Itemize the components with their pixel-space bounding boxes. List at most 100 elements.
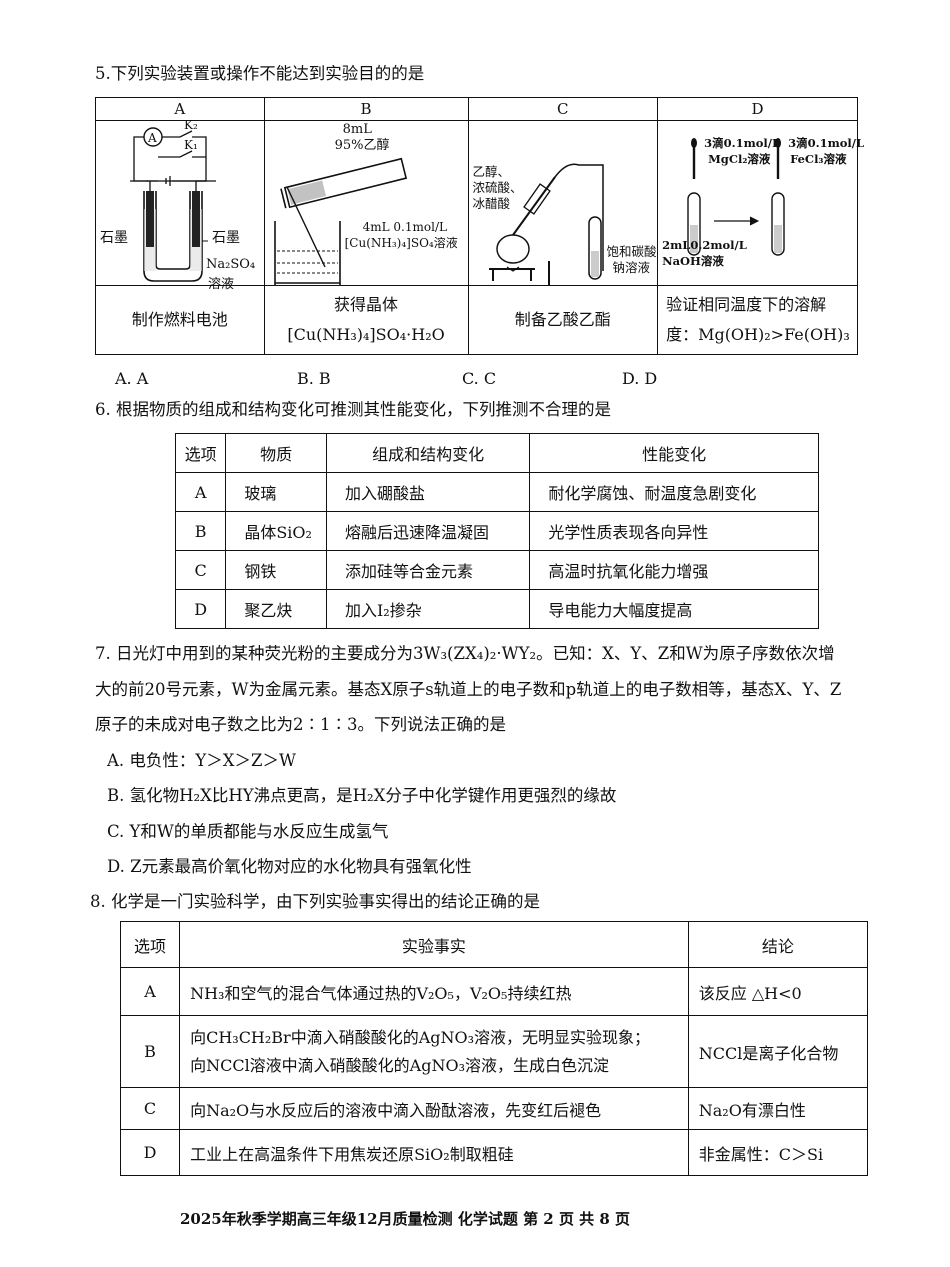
solubility-experiment-diagram bbox=[687, 138, 785, 256]
q6-cell: 高温时抗氧化能力增强 bbox=[529, 550, 819, 590]
receiver-label-2: 钠溶液 bbox=[612, 260, 651, 275]
q6-cell: 添加硅等合金元素 bbox=[325, 550, 531, 590]
q6-header-change: 组成和结构变化 bbox=[325, 433, 531, 473]
q6-cell: C bbox=[174, 550, 227, 590]
q5-caption-b-line2: [Cu(NH₃)₄]SO₄·H₂O bbox=[287, 325, 445, 344]
q6-cell: 聚乙炔 bbox=[225, 589, 327, 629]
q5-col-a: A bbox=[95, 97, 265, 121]
fuel-cell-diagram bbox=[130, 127, 216, 282]
q6-header-substance: 物质 bbox=[225, 433, 327, 473]
fecl3-dose-label: 3滴0.1mol/L bbox=[788, 136, 865, 150]
ethanol-label: 95%乙醇 bbox=[334, 138, 390, 153]
left-electrode-label: 石墨 bbox=[100, 230, 128, 246]
q6-cell: 加入硼酸盐 bbox=[325, 472, 531, 512]
q8-option-cell: D bbox=[119, 1129, 181, 1176]
q5-stem: 5.下列实验装置或操作不能达到实验目的的是 bbox=[95, 64, 425, 83]
q5-option-a[interactable]: A. A bbox=[115, 369, 149, 388]
q6-table: 选项 物质 组成和结构变化 性能变化 A 玻璃 加入硼酸盐 耐化学腐蚀、耐温度急… bbox=[174, 433, 819, 629]
q5-option-b[interactable]: B. B bbox=[297, 369, 331, 388]
q7-option-a[interactable]: A. 电负性：Y＞X＞Z＞W bbox=[107, 751, 296, 770]
q8-conclusion-cell: NCCl是离子化合物 bbox=[687, 1015, 869, 1088]
q8-conclusion-cell: 该反应 △H<0 bbox=[687, 967, 869, 1016]
q8-option-cell: B bbox=[119, 1015, 181, 1088]
table-row: D 聚乙炔 加入I₂掺杂 导电能力大幅度提高 bbox=[174, 589, 819, 629]
naoh-label: NaOH溶液 bbox=[662, 254, 724, 268]
right-electrode-label: 石墨 bbox=[212, 230, 240, 246]
mgcl2-label: MgCl₂溶液 bbox=[708, 152, 771, 166]
table-row: C 钢铁 添加硅等合金元素 高温时抗氧化能力增强 bbox=[174, 550, 819, 590]
q5-caption-c: 制备乙酸乙酯 bbox=[467, 285, 659, 355]
q5-figure-b: 8mL 95%乙醇 4mL 0.1mol/L [Cu(NH₃)₄]SO₄溶液 bbox=[263, 120, 469, 286]
q6-cell: 钢铁 bbox=[225, 550, 327, 590]
q5-col-b: B bbox=[263, 97, 469, 121]
q5-figure-a: A K₂ K₁ 石墨 石墨 Na₂SO₄ 溶液 bbox=[95, 119, 265, 292]
q5-caption-d-line2: 度：Mg(OH)₂>Fe(OH)₃ bbox=[666, 325, 850, 344]
receiver-label-1: 饱和碳酸 bbox=[606, 244, 657, 259]
reagent-label-2: 浓硫酸、 bbox=[472, 180, 523, 195]
q8-option-cell: A bbox=[119, 967, 181, 1016]
q8-stem: 8. 化学是一门实验科学，由下列实验事实得出的结论正确的是 bbox=[90, 892, 540, 911]
q7-stem-line2: 大的前20号元素，W为金属元素。基态X原子s轨道上的电子数和p轨道上的电子数相等… bbox=[95, 680, 842, 699]
switch-k1-label: K₁ bbox=[184, 138, 198, 152]
q8-fact-line: 向CH₃CH₂Br中滴入硝酸酸化的AgNO₃溶液，无明显实验现象； bbox=[190, 1027, 651, 1047]
table-row: B 向CH₃CH₂Br中滴入硝酸酸化的AgNO₃溶液，无明显实验现象； 向NCC… bbox=[119, 1015, 869, 1088]
q6-cell: 导电能力大幅度提高 bbox=[529, 589, 819, 629]
solution-label-2: 溶液 bbox=[208, 277, 235, 292]
q8-option-cell: C bbox=[119, 1087, 181, 1130]
crystallization-diagram bbox=[273, 157, 407, 285]
meter-label: A bbox=[148, 131, 157, 145]
q5-col-c: C bbox=[467, 97, 659, 121]
q6-cell: 耐化学腐蚀、耐温度急剧变化 bbox=[529, 472, 819, 512]
copper-solution-volume-label: 4mL 0.1mol/L bbox=[362, 220, 447, 234]
fecl3-label: FeCl₃溶液 bbox=[790, 152, 847, 166]
q5-option-c[interactable]: C. C bbox=[462, 369, 497, 388]
solution-label: Na₂SO₄ bbox=[206, 257, 256, 272]
q7-stem-line1: 7. 日光灯中用到的某种荧光粉的主要成分为3W₃(ZX₄)₂·WY₂。已知：X、… bbox=[95, 644, 835, 663]
q6-cell: 光学性质表现各向异性 bbox=[529, 511, 819, 551]
q6-cell: D bbox=[174, 589, 227, 629]
table-row: B 晶体SiO₂ 熔融后迅速降温凝固 光学性质表现各向异性 bbox=[174, 511, 819, 551]
q6-cell: 晶体SiO₂ bbox=[225, 511, 327, 551]
q7-option-d[interactable]: D. Z元素最高价氧化物对应的水化物具有强氧化性 bbox=[107, 857, 472, 876]
q8-header-option: 选项 bbox=[119, 921, 181, 968]
q6-cell: A bbox=[174, 472, 227, 512]
q8-header-fact: 实验事实 bbox=[179, 921, 689, 968]
ethanol-volume-label: 8mL bbox=[342, 122, 372, 137]
q8-fact-line: 向NCCl溶液中滴入硝酸酸化的AgNO₃溶液，生成白色沉淀 bbox=[190, 1055, 610, 1075]
q6-cell: 玻璃 bbox=[225, 472, 327, 512]
q7-option-c[interactable]: C. Y和W的单质都能与水反应生成氢气 bbox=[107, 822, 389, 841]
q5-table: A B C D A K₂ K₁ 石墨 石 bbox=[95, 97, 864, 355]
q8-conclusion-cell: 非金属性：C＞Si bbox=[687, 1129, 869, 1176]
q5-caption-d-line1: 验证相同温度下的溶解 bbox=[666, 295, 827, 314]
page-footer: 2025年秋季学期高三年级12月质量检测 化学试题 第 2 页 共 8 页 bbox=[180, 1210, 631, 1228]
q5-figure-d: 3滴0.1mol/L MgCl₂溶液 3滴0.1mol/L FeCl₃溶液 2m… bbox=[657, 120, 864, 286]
q8-header-conclusion: 结论 bbox=[687, 921, 869, 968]
naoh-volume-label: 2mL0.2mol/L bbox=[662, 238, 747, 252]
table-row: A NH₃和空气的混合气体通过热的V₂O₅，V₂O₅持续红热 该反应 △H<0 bbox=[119, 967, 869, 1016]
q5-caption-b: 获得晶体 [Cu(NH₃)₄]SO₄·H₂O bbox=[263, 285, 469, 355]
q8-fact-cell: 工业上在高温条件下用焦炭还原SiO₂制取粗硅 bbox=[179, 1129, 689, 1176]
q6-header-option: 选项 bbox=[174, 433, 227, 473]
q5-caption-b-line1: 获得晶体 bbox=[334, 295, 399, 314]
q8-fact-cell: NH₃和空气的混合气体通过热的V₂O₅，V₂O₅持续红热 bbox=[179, 967, 689, 1016]
q6-cell: 加入I₂掺杂 bbox=[325, 589, 531, 629]
q6-cell: B bbox=[174, 511, 227, 551]
q6-stem: 6. 根据物质的组成和结构变化可推测其性能变化，下列推测不合理的是 bbox=[95, 400, 611, 419]
q8-table: 选项 实验事实 结论 A NH₃和空气的混合气体通过热的V₂O₅，V₂O₅持续红… bbox=[119, 921, 869, 1176]
q8-fact-cell: 向CH₃CH₂Br中滴入硝酸酸化的AgNO₃溶液，无明显实验现象； 向NCCl溶… bbox=[179, 1015, 689, 1088]
q8-fact-cell: 向Na₂O与水反应后的溶液中滴入酚酞溶液，先变红后褪色 bbox=[179, 1087, 689, 1130]
q6-header-row: 选项 物质 组成和结构变化 性能变化 bbox=[174, 433, 819, 473]
reagent-label-3: 冰醋酸 bbox=[472, 196, 511, 211]
q5-caption-a: 制作燃料电池 bbox=[95, 285, 265, 355]
q6-cell: 熔融后迅速降温凝固 bbox=[325, 511, 531, 551]
table-row: A 玻璃 加入硼酸盐 耐化学腐蚀、耐温度急剧变化 bbox=[174, 472, 819, 512]
q5-caption-d: 验证相同温度下的溶解 度：Mg(OH)₂>Fe(OH)₃ bbox=[657, 285, 858, 355]
q5-option-d[interactable]: D. D bbox=[622, 369, 658, 388]
esterification-apparatus bbox=[488, 163, 604, 285]
q7-option-b[interactable]: B. 氢化物H₂X比HY沸点更高，是H₂X分子中化学键作用更强烈的缘故 bbox=[107, 786, 617, 805]
q6-header-property: 性能变化 bbox=[529, 433, 819, 473]
mgcl2-dose-label: 3滴0.1mol/L bbox=[704, 136, 781, 150]
q8-header-row: 选项 实验事实 结论 bbox=[119, 921, 869, 968]
table-row: D 工业上在高温条件下用焦炭还原SiO₂制取粗硅 非金属性：C＞Si bbox=[119, 1129, 869, 1176]
q7-stem-line3: 原子的未成对电子数之比为2∶1∶3。下列说法正确的是 bbox=[95, 715, 506, 734]
